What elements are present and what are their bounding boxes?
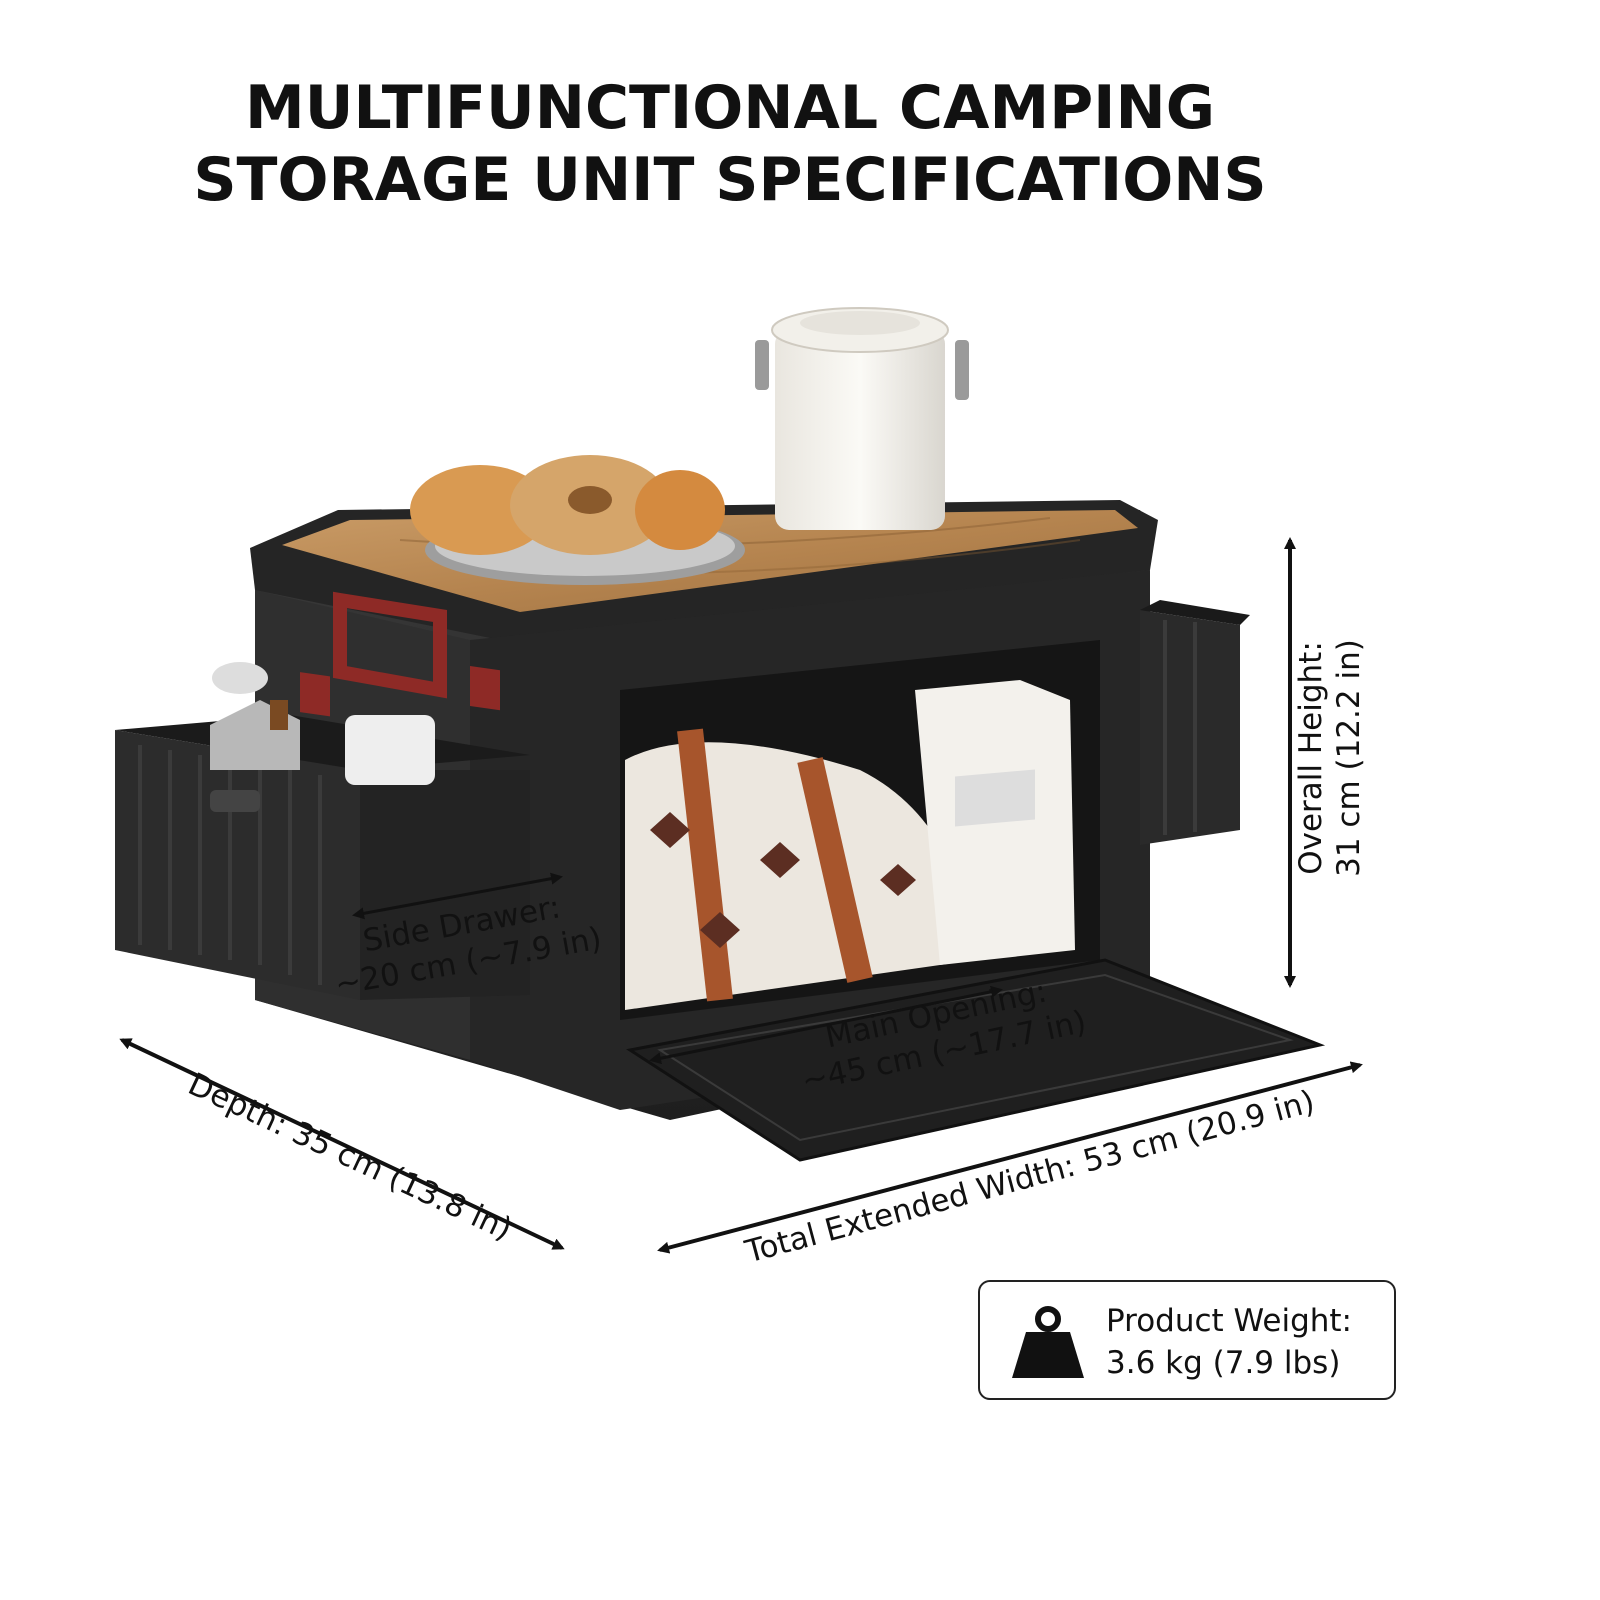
- right-side-drawer: [1140, 600, 1250, 845]
- width-dimension-arrow: [657, 1061, 1363, 1254]
- side-drawer-dimension-arrow: [352, 872, 563, 920]
- height-label-line-1: Overall Height:: [1293, 641, 1329, 875]
- carry-handle: [333, 591, 447, 699]
- height-label-line-2: 31 cm (12.2 in): [1331, 639, 1367, 877]
- blanket-bag: [625, 728, 975, 1010]
- bagel-plate: [410, 455, 745, 585]
- main-opening-dimension-arrow: [649, 985, 1003, 1065]
- weight-label: Product Weight:: [1106, 1303, 1353, 1339]
- left-side-drawer: [115, 715, 530, 1000]
- weight-icon: [1012, 1306, 1084, 1378]
- depth-dimension-arrow: [119, 1038, 565, 1250]
- title-line-1: MULTIFUNCTIONAL CAMPING: [245, 73, 1215, 143]
- coffee-tools: [210, 662, 435, 785]
- weight-value: 3.6 kg (7.9 lbs): [1106, 1345, 1341, 1381]
- title-line-2: STORAGE UNIT SPECIFICATIONS: [193, 145, 1267, 215]
- coffee-bag: [915, 680, 1075, 965]
- weight-text: Product Weight: 3.6 kg (7.9 lbs): [1106, 1300, 1352, 1384]
- weight-card: Product Weight: 3.6 kg (7.9 lbs): [978, 1280, 1396, 1400]
- height-label: Overall Height: 31 cm (12.2 in): [1292, 623, 1368, 893]
- page-title: MULTIFUNCTIONAL CAMPING STORAGE UNIT SPE…: [0, 72, 1460, 216]
- canister: [755, 307, 969, 530]
